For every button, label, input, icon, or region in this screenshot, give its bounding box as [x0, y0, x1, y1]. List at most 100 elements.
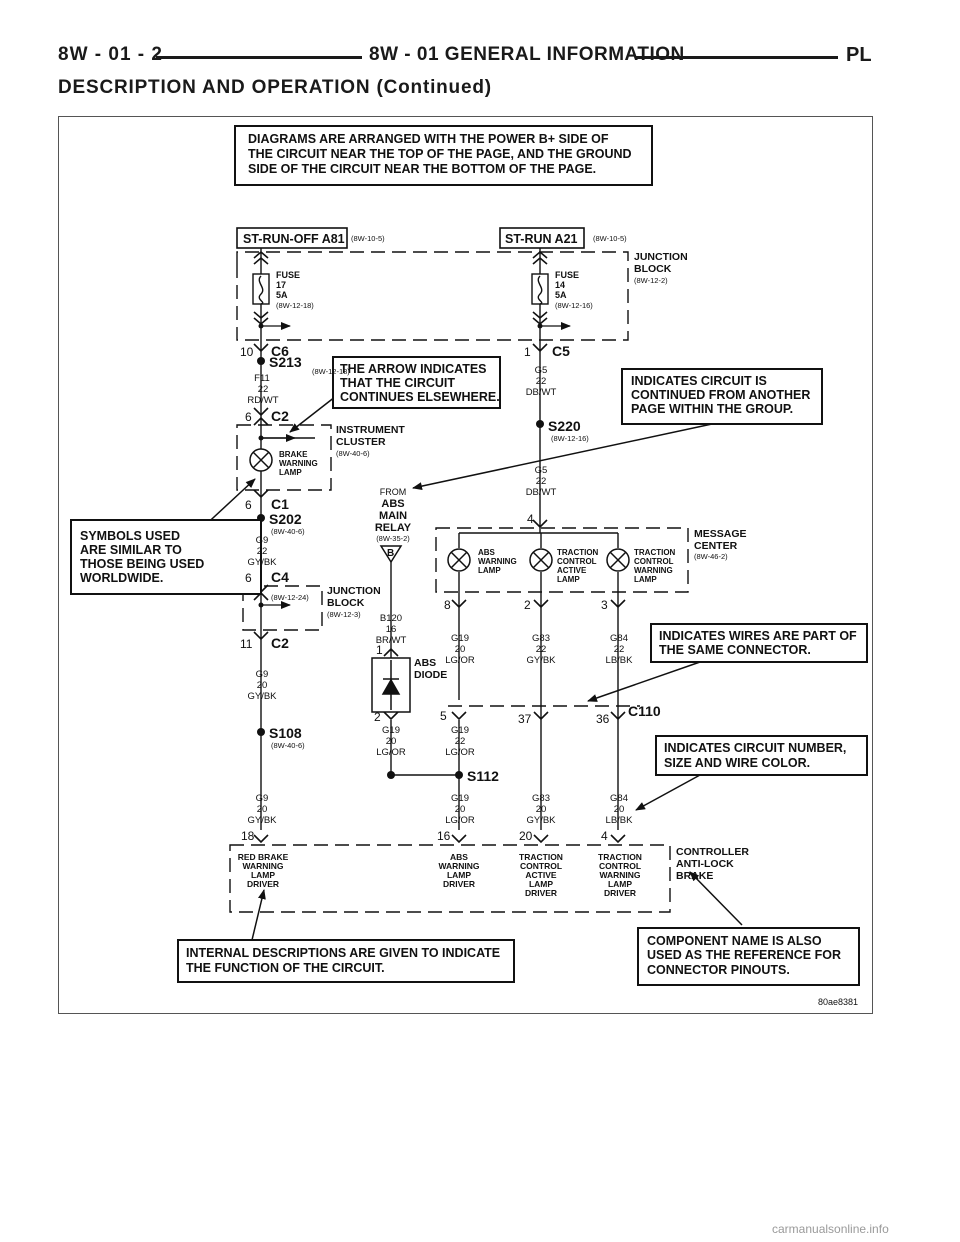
msg-pin-3: 3	[601, 598, 608, 612]
wire-g19c-l2: 22	[455, 736, 466, 747]
wire-g19d-l3: LG/OR	[445, 815, 475, 826]
wire-f11-l2: 22	[258, 384, 269, 395]
message-center-lamps: ABS WARNING LAMP TRACTION CONTROL ACTIVE…	[478, 548, 676, 584]
callout-arrow-line1: THE ARROW INDICATES	[340, 362, 487, 376]
callout-connector-line1: INDICATES WIRES ARE PART OF	[659, 629, 857, 643]
s220-ref: (8W-12-16)	[551, 434, 589, 443]
callout-symbols-line3: THOSE BEING USED	[80, 557, 204, 571]
section-name: 8W - 01 GENERAL INFORMATION	[369, 44, 685, 65]
ctrl-name3: BRAKE	[676, 870, 713, 882]
c2-ic-name: C2	[271, 408, 289, 424]
wire-g9b-l3: GY/BK	[247, 691, 277, 702]
c110-name: C110	[628, 703, 661, 719]
callout-texts: DIAGRAMS ARE ARRANGED WITH THE POWER B+ …	[80, 132, 857, 977]
splice-labels: S213 (8W-12-18) S220 (8W-12-16) S202 (8W…	[269, 354, 589, 784]
wire-g83a-l1: G83	[532, 633, 550, 644]
mc-abs-l2: WARNING	[478, 557, 517, 566]
mc-tca-l2: CONTROL	[557, 557, 597, 566]
wire-g9c-l3: GY/BK	[247, 815, 277, 826]
power-source-boxes	[236, 227, 585, 249]
callout-top-line3: SIDE OF THE CIRCUIT NEAR THE BOTTOM OF T…	[248, 162, 596, 176]
callout-circuit-line2: SIZE AND WIRE COLOR.	[664, 756, 810, 770]
wire-g5b-l2: 22	[536, 476, 547, 487]
wire-g84b-l1: G84	[610, 793, 628, 804]
abs-pin-20: 20	[519, 829, 533, 843]
power-right-ref: (8W-10-5)	[593, 234, 627, 243]
callout-internal-line2: THE FUNCTION OF THE CIRCUIT.	[186, 961, 385, 975]
figure-frame	[58, 116, 873, 1014]
mc-tca-l4: LAMP	[557, 575, 580, 584]
model-code: PL	[846, 44, 872, 66]
fuse14-ref: (8W-12-16)	[555, 301, 593, 310]
ctrl-name1: CONTROLLER	[676, 846, 749, 858]
callout-boxes	[70, 125, 868, 986]
abs-diode-label: ABS DIODE	[414, 657, 447, 681]
callout-circuit-line1: INDICATES CIRCUIT NUMBER,	[664, 741, 846, 755]
mc-tca-l3: ACTIVE	[557, 566, 587, 575]
drv-tca-l4: LAMP	[529, 879, 553, 889]
wire-g5a-l1: G5	[535, 365, 548, 376]
wire-g19c-l3: LG/OR	[445, 747, 475, 758]
drv-abs-l2: WARNING	[438, 861, 479, 871]
wire-g84a-l3: LB/BK	[606, 655, 634, 666]
s202-name: S202	[269, 511, 302, 527]
ic-lamp1: BRAKE	[279, 450, 308, 459]
ctrl-name2: ANTI-LOCK	[676, 858, 734, 870]
instrument-cluster-label: INSTRUMENT CLUSTER (8W-40-6) BRAKE WARNI…	[279, 424, 405, 477]
mc-name2: CENTER	[694, 540, 738, 552]
jb-mid-name1: JUNCTION	[327, 585, 381, 597]
drv-redbrake-l3: LAMP	[251, 870, 275, 880]
wire-b120-l1: B120	[380, 613, 402, 624]
jb-mid-name2: BLOCK	[327, 597, 365, 609]
callout-arrow-line2: THAT THE CIRCUIT	[340, 376, 455, 390]
s108-name: S108	[269, 725, 302, 741]
s112-name: S112	[467, 768, 499, 784]
wire-g5b-l3: DB/WT	[526, 487, 557, 498]
callout-symbols-line4: WORLDWIDE.	[80, 571, 163, 585]
mc-tcw-l3: WARNING	[634, 566, 673, 575]
drv-abs-l4: DRIVER	[443, 879, 475, 889]
watermark: carmanualsonline.info	[772, 1222, 889, 1236]
wire-g84a-l2: 22	[614, 644, 625, 655]
c110-pin-36: 36	[596, 712, 610, 726]
relay-ref: (8W-35-2)	[376, 534, 410, 543]
fuse14-line1: FUSE	[555, 270, 579, 280]
internal-arrows	[261, 322, 571, 609]
c110-pin-5: 5	[440, 709, 447, 723]
power-refs: (8W-10-5) (8W-10-5)	[351, 234, 627, 243]
wire-g5a-l2: 22	[536, 376, 547, 387]
jb-mid-subref: (8W-12-24)	[271, 593, 309, 602]
wire-f11-l3: RD/WT	[247, 395, 278, 406]
wire-g19d-l1: G19	[451, 793, 469, 804]
wire-g9b-l1: G9	[256, 669, 269, 680]
c110-pin-37: 37	[518, 712, 532, 726]
connector-labels: 10 C6 1 C5 6 C2 6 C1 6 C4 11 C2 C110 5 3…	[240, 343, 661, 843]
c6-pin: 10	[240, 345, 254, 359]
c1-pin: 6	[245, 498, 252, 512]
jb-top-ref: (8W-12-2)	[634, 276, 668, 285]
mc-ref: (8W-46-2)	[694, 552, 728, 561]
s213-name: S213	[269, 354, 302, 370]
abs-pin-18: 18	[241, 829, 255, 843]
controller-label: CONTROLLER ANTI-LOCK BRAKE	[676, 846, 749, 882]
wire-g9c-l1: G9	[256, 793, 269, 804]
relay-name1: ABS	[381, 498, 404, 510]
drv-redbrake-l4: DRIVER	[247, 879, 279, 889]
c2-jb-name: C2	[271, 635, 289, 651]
diode-pin-1: 1	[376, 643, 383, 657]
page-header: 8W - 01 - 2 8W - 01 GENERAL INFORMATION …	[0, 0, 960, 110]
s108-ref: (8W-40-6)	[271, 741, 305, 750]
fuse17-line3: 5A	[276, 290, 288, 300]
wire-g83b-l2: 20	[536, 804, 547, 815]
junction-block-mid-label: JUNCTION BLOCK (8W-12-3) (8W-12-24)	[271, 585, 381, 619]
ic-ref: (8W-40-6)	[336, 449, 370, 458]
ic-lamp3: LAMP	[279, 468, 302, 477]
msg-pin-2: 2	[524, 598, 531, 612]
wire-labels: F11 22 RD/WT G5 22 DB/WT G5 22 DB/WT G9 …	[247, 365, 633, 826]
c2-jb-pin: 11	[240, 637, 253, 651]
power-left-ref: (8W-10-5)	[351, 234, 385, 243]
wire-g19b-l3: LG/OR	[376, 747, 406, 758]
wire-g83a-l2: 22	[536, 644, 547, 655]
s213-ref: (8W-12-18)	[312, 367, 350, 376]
power-right-label: ST-RUN A21	[505, 232, 578, 246]
